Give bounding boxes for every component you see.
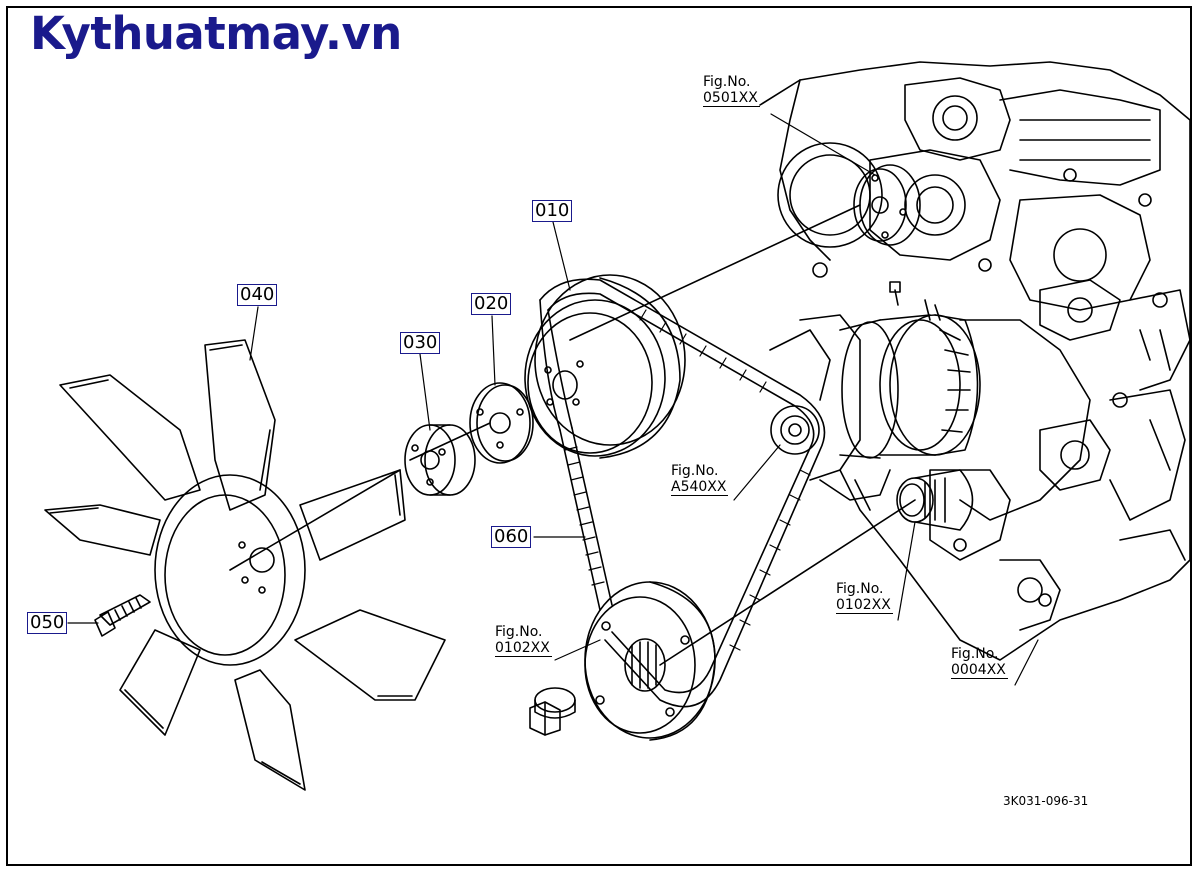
callout-060: 060 (491, 526, 532, 548)
callout-050: 050 (27, 612, 68, 634)
callout-010: 010 (532, 200, 573, 222)
fig-ref-number: 0102XX (836, 597, 893, 614)
leader-lines (67, 113, 1039, 686)
fig-ref-crank-pulley: Fig.No. 0102XX (495, 624, 552, 657)
fig-ref-number: 0501XX (703, 90, 760, 107)
alternator (769, 281, 981, 511)
crankshaft-pulley (584, 499, 916, 741)
fig-ref-number: 0004XX (951, 662, 1008, 679)
fig-ref-number: 0102XX (495, 640, 552, 657)
crank-bolt (529, 687, 576, 736)
fig-ref-label: Fig.No. (671, 463, 719, 479)
fig-ref-label: Fig.No. (951, 646, 999, 662)
water-pump-flange (569, 164, 921, 341)
fig-ref-label: Fig.No. (703, 74, 751, 90)
fig-ref-label: Fig.No. (836, 581, 884, 597)
fan-bolt (94, 594, 151, 637)
fig-ref-water-pump: Fig.No. 0501XX (703, 74, 760, 107)
fan-pulley (524, 274, 686, 459)
callout-040: 040 (237, 284, 278, 306)
fig-ref-number: A540XX (671, 479, 729, 496)
fig-ref-crankcase: Fig.No. 0004XX (951, 646, 1008, 679)
drawing-code: 3K031-096-31 (1003, 794, 1089, 808)
cooling-fan (44, 339, 446, 791)
fig-ref-alternator: Fig.No. A540XX (671, 463, 729, 496)
site-title[interactable]: Kythuatmay.vn (30, 7, 402, 60)
fan-flange (404, 424, 476, 496)
callout-030: 030 (400, 332, 441, 354)
fig-ref-crank-gear: Fig.No. 0102XX (836, 581, 893, 614)
diagram-frame (6, 6, 1192, 866)
callout-020: 020 (471, 293, 512, 315)
engine-block (759, 61, 1191, 661)
fig-ref-label: Fig.No. (495, 624, 543, 640)
